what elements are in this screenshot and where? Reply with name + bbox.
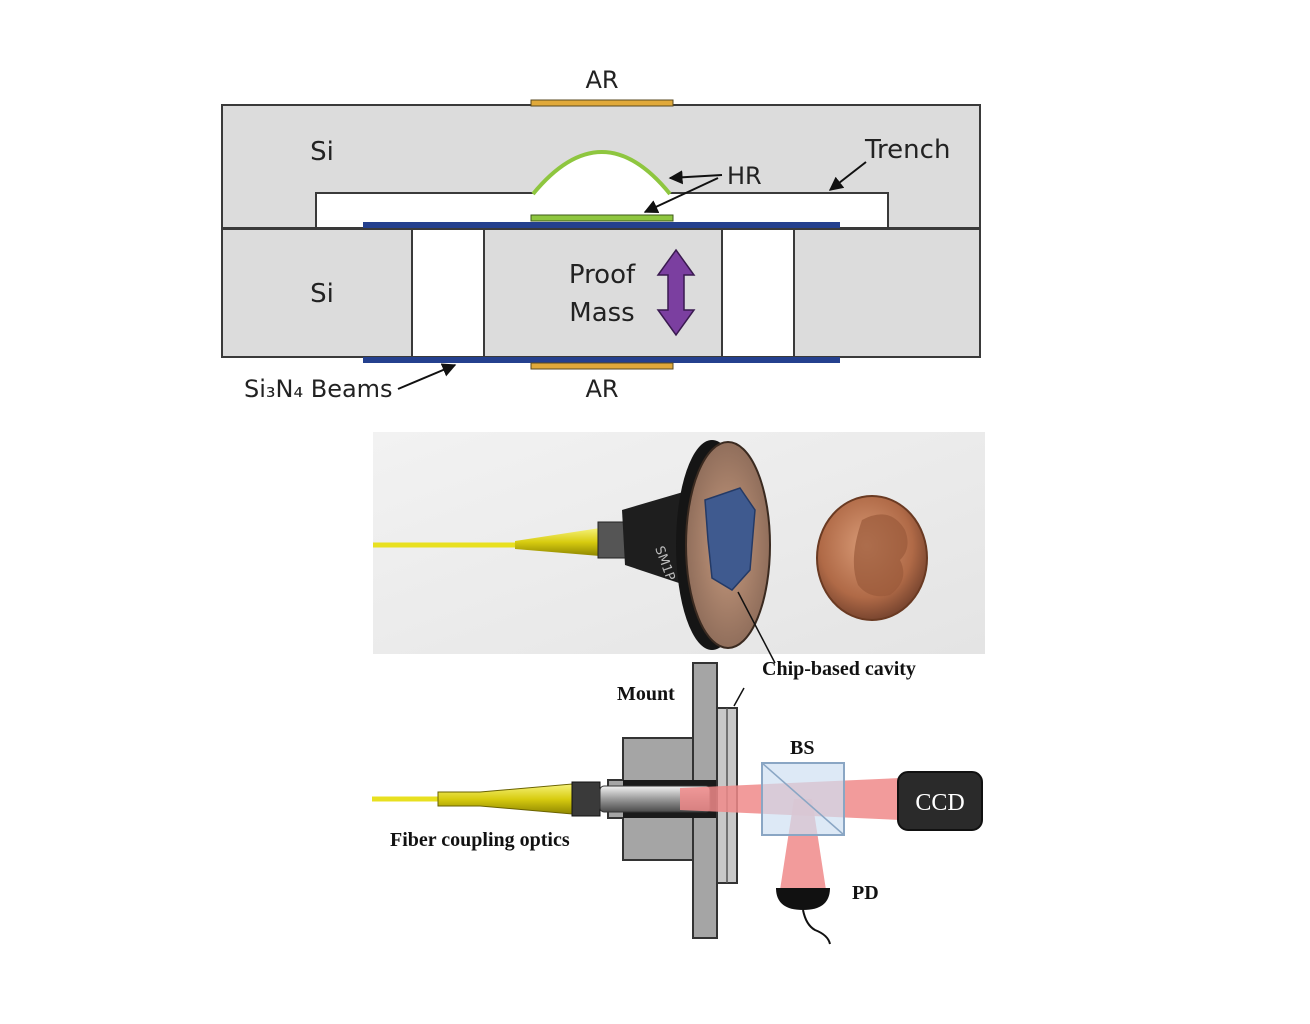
photodiode-cable	[802, 909, 831, 945]
penny-portrait	[853, 514, 908, 597]
photo-fiber-boot	[515, 528, 600, 556]
si-top-label: Si	[310, 137, 334, 167]
hr-label: HR	[727, 162, 762, 190]
device-photo: SM1P	[373, 432, 985, 664]
ar-top-coating	[530, 99, 674, 107]
hr-curved-mirror	[531, 150, 672, 196]
photodiode	[776, 888, 830, 910]
ccd-label: CCD	[915, 790, 964, 816]
photo-chip-leader	[737, 591, 776, 664]
si-bottom-label: Si	[310, 279, 334, 309]
ar-bottom-label: AR	[585, 375, 618, 403]
hr-leader-curved	[668, 170, 723, 185]
optical-setup-diagram: Chip-based cavity Mount BS CCD Fiber cou…	[372, 658, 983, 945]
setup-fiber-boot	[437, 783, 573, 815]
chip-cavity-label: Chip-based cavity	[762, 658, 916, 680]
trench-label: Trench	[864, 135, 950, 165]
beam-splitter-diagonal	[761, 762, 845, 836]
ar-bottom-coating	[530, 362, 674, 370]
beams-label: Si₃N₄ Beams	[244, 375, 393, 403]
bs-label: BS	[790, 737, 814, 759]
proof-mass-arrow	[656, 248, 696, 337]
fiber-label: Fiber coupling optics	[390, 829, 570, 851]
nitride-bottom	[363, 357, 840, 363]
si-bottom-layer	[221, 228, 981, 358]
pd-label: PD	[852, 882, 879, 904]
hr-leader-flat	[643, 177, 719, 214]
setup-connector-nut	[571, 781, 601, 817]
ar-top-label: AR	[585, 66, 618, 94]
nitride-top	[363, 222, 840, 228]
chip-cavity-leader	[733, 687, 745, 707]
proof-mass-label-line2: Mass	[569, 298, 634, 328]
mount-label: Mount	[617, 683, 675, 705]
beam-gap-left	[411, 228, 485, 358]
photo-chip	[704, 487, 756, 591]
beam-gap-right	[721, 228, 795, 358]
trench-leader	[828, 161, 867, 191]
beams-leader	[397, 363, 457, 390]
cross-section-diagram: AR Si Si HR Trench Proof Mass Si₃N₄ Beam…	[221, 66, 981, 403]
hr-flat-mirror	[530, 214, 674, 222]
proof-mass-label-line1: Proof	[569, 260, 636, 290]
ccd-camera	[897, 771, 983, 831]
